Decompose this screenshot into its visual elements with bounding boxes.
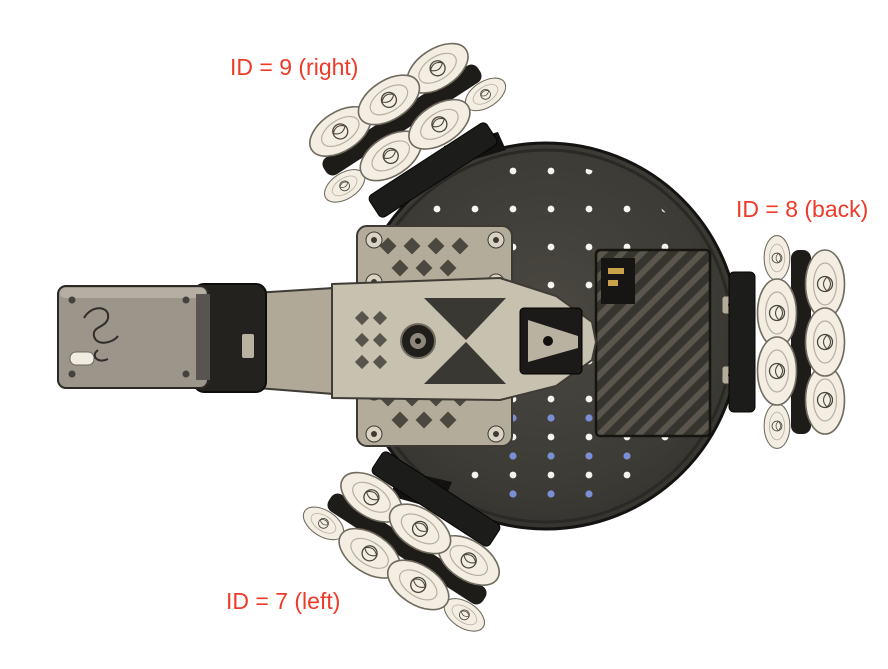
arm-diamond-vents xyxy=(354,310,388,370)
end-effector-plate xyxy=(57,285,210,389)
plate-blue-dots xyxy=(509,414,631,498)
shoulder-joint xyxy=(400,323,436,359)
heatsink-module xyxy=(594,248,712,438)
wheel-7-bracket xyxy=(371,451,501,547)
label-wheel-8: ID = 8 (back) xyxy=(736,196,869,222)
wheel-9-bracket xyxy=(368,122,498,218)
robot-arm xyxy=(57,277,597,401)
label-wheel-7: ID = 7 (left) xyxy=(226,588,341,614)
wheel-8-bracket xyxy=(728,271,756,413)
wheel-8-back xyxy=(758,236,845,449)
wrist-gripper-assembly xyxy=(519,307,583,375)
label-wheel-9: ID = 9 (right) xyxy=(230,54,359,80)
logo-engraving xyxy=(83,307,119,362)
